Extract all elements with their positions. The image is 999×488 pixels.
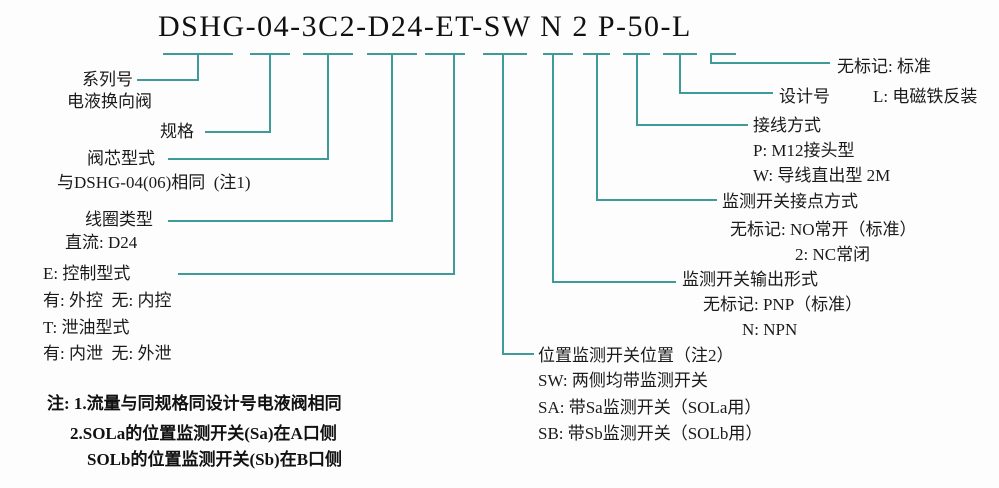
label-switch-position-sw: SW: 两侧均带监测开关: [538, 371, 708, 390]
note-line-3: SOLb的位置监测开关(Sb)在B口侧: [87, 450, 343, 469]
leader-horizontal-spec: [205, 131, 271, 133]
label-switch-position-sa: SA: 带Sa监测开关（SOLa用）: [538, 398, 762, 417]
label-drain-type: T: 泄油型式: [43, 318, 130, 337]
leader-horizontal-output-form: [552, 281, 676, 283]
label-switch-position-sb: SB: 带Sb监测开关（SOLb用）: [538, 424, 763, 443]
leader-horizontal-contact-method: [596, 199, 717, 201]
leader-vertical-l: [710, 53, 712, 64]
label-design-number: 设计号: [779, 87, 830, 106]
note-line-1: 注: 1.流量与同规格同设计号电液阀相同: [47, 394, 342, 413]
leader-horizontal-control: [178, 273, 455, 275]
label-no-mark-standard: 无标记: 标准: [837, 57, 931, 76]
label-coil-type: 线圈类型: [85, 210, 153, 229]
underline-segment-sw: [483, 53, 527, 55]
label-wiring-method: 接线方式: [753, 116, 821, 135]
label-output-pnp: 无标记: PNP（标准）: [703, 295, 863, 314]
underline-segment-n: [543, 53, 573, 55]
underline-segment-l: [710, 53, 736, 55]
underline-segment-et: [425, 53, 465, 55]
leader-horizontal-coil: [168, 220, 393, 222]
label-drain-options: 有: 内泄 无: 外泄: [43, 344, 172, 363]
label-series-number: 系列号: [82, 70, 133, 89]
leader-vertical-n: [552, 53, 554, 283]
leader-vertical-p: [636, 53, 638, 126]
leader-vertical-2: [596, 53, 598, 201]
label-output-form: 监测开关输出形式: [682, 270, 818, 289]
note-line-2: 2.SOLa的位置监测开关(Sa)在A口侧: [70, 424, 337, 443]
leader-vertical-d24: [391, 53, 393, 222]
leader-horizontal-wiring: [636, 124, 748, 126]
leader-vertical-sw: [502, 53, 504, 355]
leader-vertical-et: [453, 53, 455, 275]
leader-vertical-3c2: [327, 53, 329, 160]
label-wiring-w: W: 导线直出型 2M: [753, 166, 891, 185]
label-valve-name: 电液换向阀: [67, 92, 152, 111]
label-output-npn: N: NPN: [742, 320, 798, 339]
leader-horizontal-mounting: [710, 62, 830, 64]
label-spool-type: 阀芯型式: [87, 149, 155, 168]
label-coil-dc: 直流: D24: [65, 233, 138, 252]
label-solenoid-reversed: L: 电磁铁反装: [873, 87, 978, 106]
label-spool-type-note: 与DSHG-04(06)相同 (注1): [57, 173, 251, 192]
leader-vertical-dshg: [197, 53, 199, 81]
leader-vertical-04: [269, 53, 271, 133]
label-control-options: 有: 外控 无: 内控: [43, 291, 172, 310]
label-wiring-p: P: M12接头型: [753, 141, 855, 160]
label-contact-method: 监测开关接点方式: [722, 192, 858, 211]
label-specification: 规格: [160, 122, 194, 141]
model-code-title: DSHG-04-3C2-D24-ET-SW N 2 P-50-L: [158, 10, 692, 43]
leader-horizontal-spool: [168, 158, 329, 160]
label-control-type: E: 控制型式: [43, 264, 131, 283]
leader-horizontal-design-no: [679, 92, 773, 94]
label-contact-no: 无标记: NO常开（标准）: [730, 220, 917, 239]
leader-vertical-50: [679, 53, 681, 94]
label-contact-nc: 2: NC常闭: [795, 245, 871, 264]
label-switch-position-title: 位置监测开关位置（注2）: [538, 346, 734, 365]
leader-horizontal-switch-position: [502, 353, 534, 355]
leader-horizontal-series: [137, 79, 199, 81]
